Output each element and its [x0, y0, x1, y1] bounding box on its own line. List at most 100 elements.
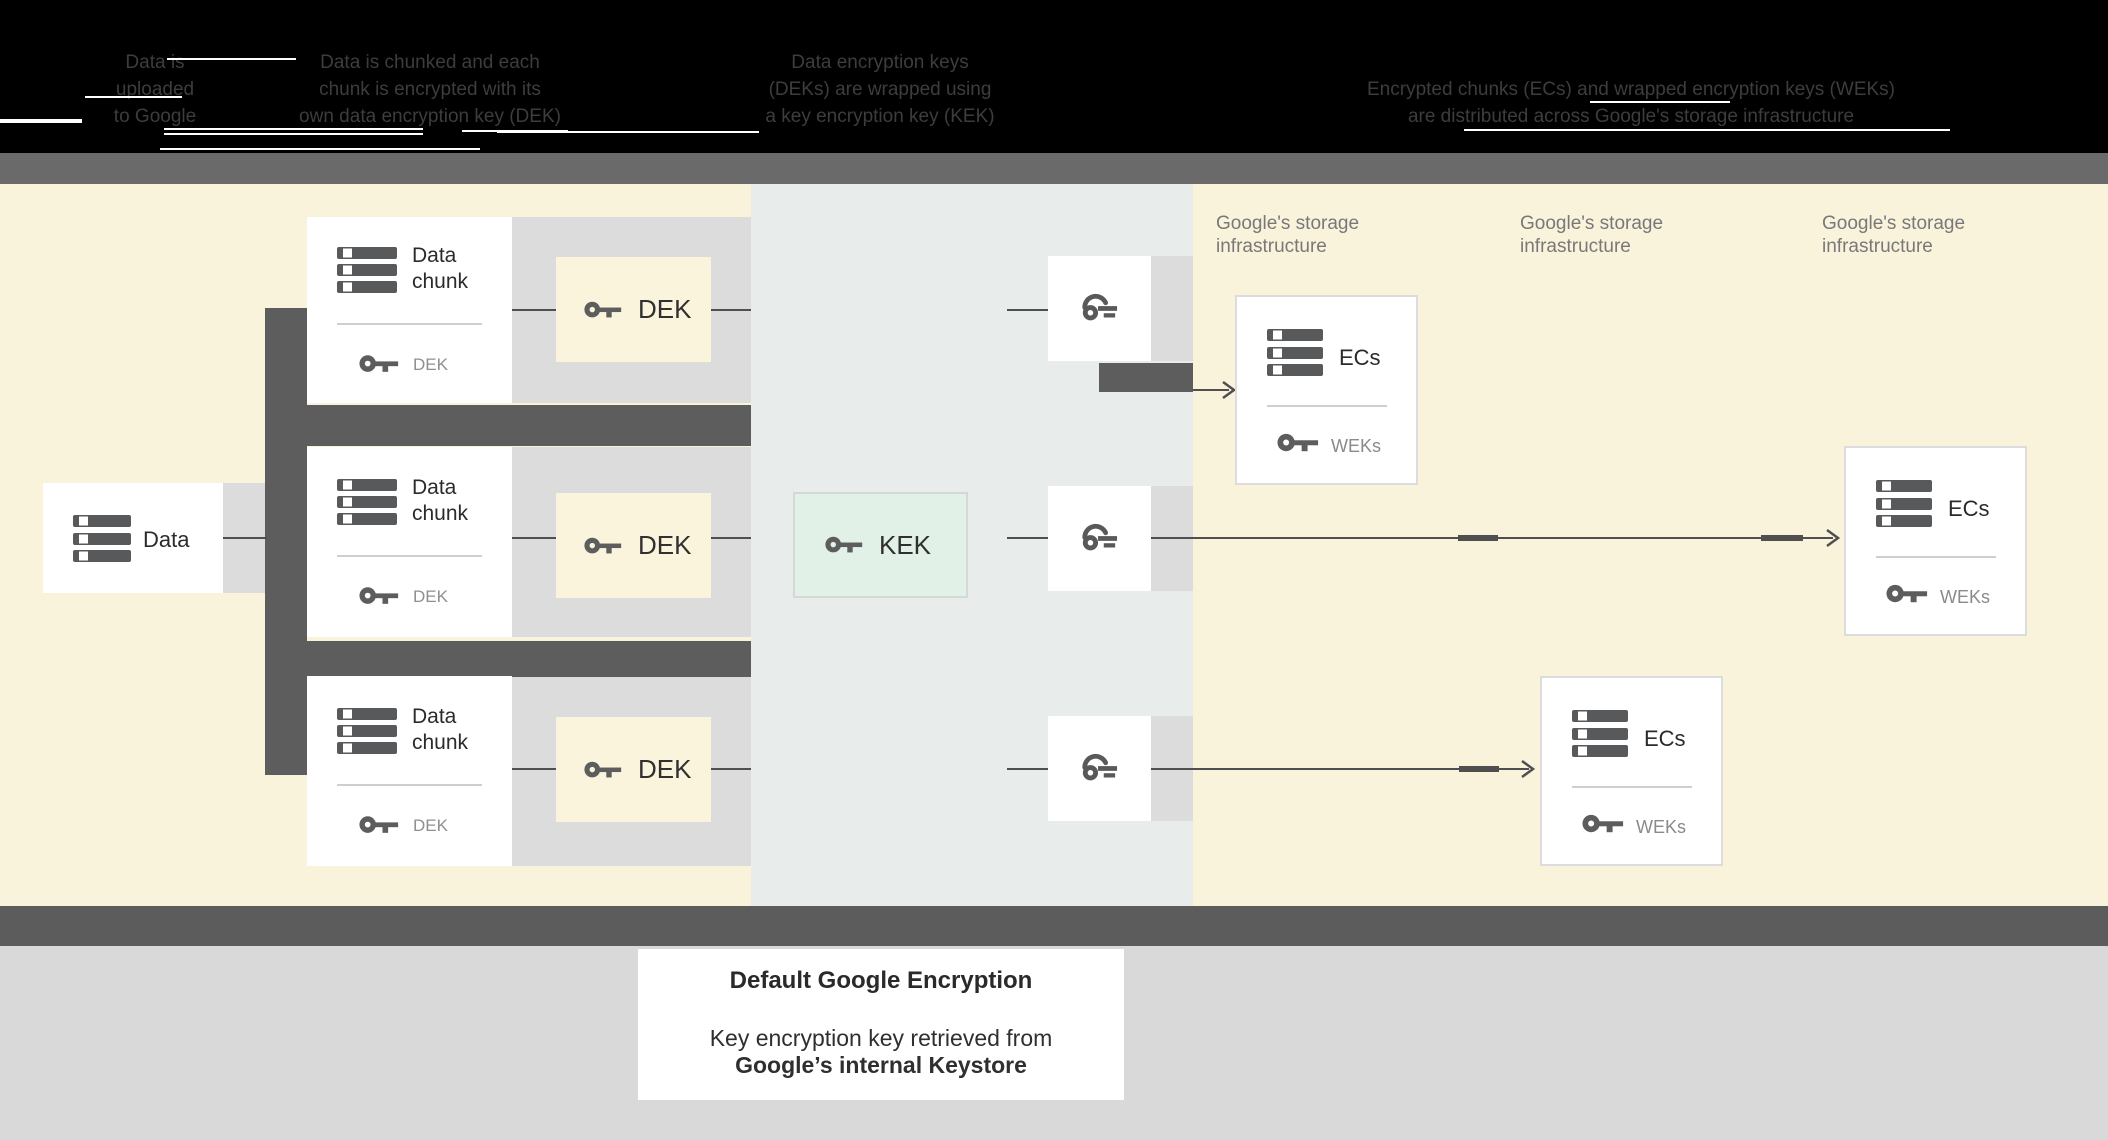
step1-line3: to Google	[113, 106, 197, 127]
storage-header-2: Google's storage infrastructure	[1520, 212, 1663, 258]
key-icon	[359, 355, 399, 372]
caption-body-line2: Google’s internal Keystore	[735, 1052, 1027, 1078]
kek-to-key2-line	[1007, 537, 1048, 539]
ecs3-server-icon	[1572, 710, 1628, 757]
chunk2-server-icon	[337, 479, 397, 525]
storage-header-3-line2: infrastructure	[1822, 236, 1933, 257]
wrapped-key-icon	[1082, 293, 1118, 321]
top-divider-strip	[0, 153, 2108, 184]
chunk3-label: Data chunk	[412, 705, 469, 754]
storage-header-2-line2: infrastructure	[1520, 236, 1631, 257]
artifact-line	[497, 131, 759, 133]
step2-line1: Data is chunked and each	[320, 52, 540, 73]
step-caption-1: Data is uploaded to Google	[60, 49, 250, 130]
artifact-line	[167, 58, 296, 60]
step4-line1: Encrypted chunks (ECs) and wrapped encry…	[1367, 79, 1895, 100]
ecs3-label: ECs	[1644, 726, 1686, 751]
storage-header-2-line1: Google's storage	[1520, 213, 1664, 234]
bottom-divider-strip	[0, 906, 2108, 946]
step-caption-4: Encrypted chunks (ECs) and wrapped encry…	[1296, 76, 1966, 130]
ecs3-divider	[1572, 786, 1692, 788]
chunk1-server-icon	[337, 247, 397, 293]
caption-title: Default Google Encryption	[729, 967, 1033, 994]
key-icon	[1886, 584, 1928, 603]
key-icon	[359, 587, 399, 604]
artifact-line	[160, 148, 480, 150]
ecs1-label: ECs	[1339, 345, 1381, 370]
data-chunk-box-3: Data chunk DEK	[307, 676, 512, 866]
artifact-line	[85, 96, 182, 98]
ecs2-server-icon	[1876, 480, 1932, 527]
wrapped-key-box-3	[1048, 716, 1151, 821]
ecs-box-2: ECs WEKs	[1844, 446, 2027, 636]
step-caption-3: Data encryption keys (DEKs) are wrapped …	[735, 49, 1025, 130]
artifact-line	[164, 133, 423, 135]
key-icon	[584, 301, 622, 317]
key-icon	[825, 536, 863, 553]
step4-line2: are distributed across Google's storage …	[1407, 106, 1855, 127]
arrow2-dash	[1458, 535, 1498, 541]
chunk3-key-label: DEK	[413, 816, 448, 835]
storage-header-3: Google's storage infrastructure	[1822, 212, 1965, 258]
key-icon	[359, 816, 399, 833]
storage-header-3-line1: Google's storage	[1822, 213, 1966, 234]
arrow3-line	[1151, 768, 1529, 770]
arrow3-dash	[1459, 766, 1499, 772]
wrapped-key-icon	[1082, 753, 1118, 781]
key-icon	[584, 537, 622, 553]
step3-line1: Data encryption keys	[791, 52, 969, 73]
artifact-line	[0, 119, 82, 123]
ecs1-divider	[1267, 405, 1387, 407]
dek-box-1: DEK	[556, 257, 711, 362]
step2-line3: own data encryption key (DEK)	[299, 106, 561, 127]
row-gap-bar-2	[265, 641, 751, 677]
ecs3-key-label: WEKs	[1636, 817, 1687, 837]
ecs2-key-label: WEKs	[1940, 587, 1991, 607]
storage-header-1-line1: Google's storage	[1216, 213, 1360, 234]
chunk2-divider	[337, 555, 482, 557]
dek3-label: DEK	[638, 754, 692, 784]
dek3-out-line	[711, 768, 751, 770]
dek1-label: DEK	[638, 294, 692, 324]
wrapped-key-icon	[1082, 523, 1118, 551]
chunk1-key-label: DEK	[413, 355, 448, 374]
data-box: Data	[43, 483, 223, 593]
step-caption-2: Data is chunked and each chunk is encryp…	[262, 49, 598, 130]
key1-in-line	[1007, 309, 1048, 311]
dek1-out-line	[711, 309, 751, 311]
chunk3-divider	[337, 784, 482, 786]
step3-line3: a key encryption key (KEK)	[765, 106, 995, 127]
chunk3-dek3-line	[512, 768, 556, 770]
chunk1-dek1-line	[512, 309, 556, 311]
data-chunk-box-2: Data chunk DEK	[307, 447, 512, 637]
arrow-head-icon	[1222, 380, 1237, 400]
chunk2-label: Data chunk	[412, 476, 469, 525]
header-band	[0, 0, 2108, 153]
fanout-vertical-bar	[265, 308, 307, 775]
dek-box-2: DEK	[556, 493, 711, 598]
step1-line1: Data is	[125, 52, 185, 73]
key3-in-line	[1007, 768, 1048, 770]
wrapped-key-box-1	[1048, 256, 1151, 361]
caption-box: Default Google Encryption Key encryption…	[638, 949, 1124, 1100]
key1-band-stub	[1151, 256, 1193, 361]
chunk1-label: Data chunk	[412, 244, 469, 293]
storage-header-1-line2: infrastructure	[1216, 236, 1327, 257]
step3-line2: (DEKs) are wrapped using	[768, 79, 992, 100]
data-chunk-box-1: Data chunk DEK	[307, 217, 512, 403]
caption-body-line1: Key encryption key retrieved from	[709, 1025, 1053, 1051]
ecs2-divider	[1876, 556, 1996, 558]
arrow2-dash	[1761, 535, 1803, 541]
data-box-label: Data	[143, 527, 190, 552]
kek-label: KEK	[879, 529, 932, 560]
key-icon	[1582, 814, 1624, 833]
step1-line2: uploaded	[115, 79, 195, 100]
dek-box-3: DEK	[556, 717, 711, 822]
chunk2-key-label: DEK	[413, 587, 448, 606]
ecs1-key-label: WEKs	[1331, 436, 1382, 456]
kek-box: KEK	[793, 492, 968, 598]
wrapped-key-box-2	[1048, 486, 1151, 591]
artifact-line	[164, 128, 423, 130]
dek2-label: DEK	[638, 530, 692, 560]
